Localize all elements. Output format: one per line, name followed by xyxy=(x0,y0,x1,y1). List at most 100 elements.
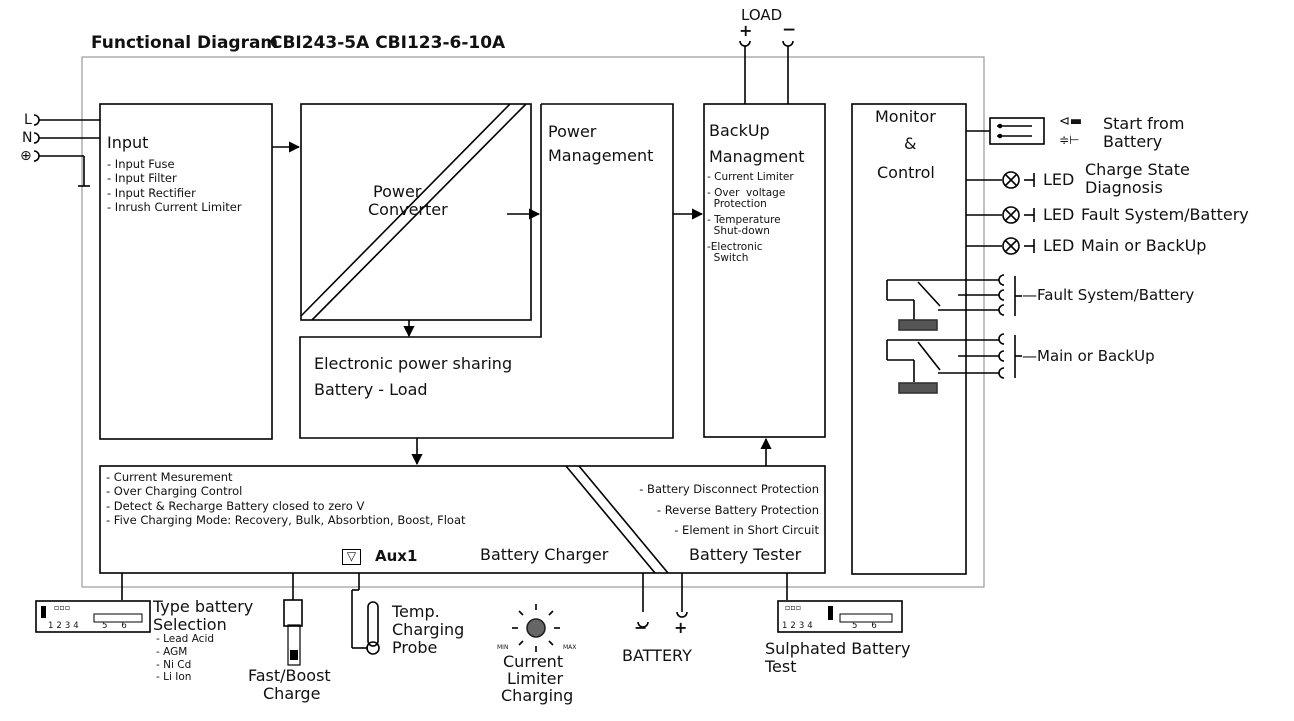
dip-right-numbers: 1234 xyxy=(782,621,816,631)
battery-minus-terminal xyxy=(637,621,649,628)
type-battery-list: - Lead Acid - AGM - Ni Cd - Li Ion xyxy=(156,633,214,684)
led-charge-label-2: Diagnosis xyxy=(1085,178,1163,197)
charger-divider-2 xyxy=(578,465,669,574)
backup-item: - Temperature Shut-down xyxy=(707,213,781,238)
terminal-n-label: N xyxy=(22,130,33,146)
current-limiter-label-2: Limiter xyxy=(507,669,564,688)
charger-tester-block xyxy=(99,465,826,574)
input-title: Input xyxy=(107,133,149,152)
battery-plus-terminal xyxy=(676,611,688,618)
converter-diagonal-2 xyxy=(311,103,527,321)
backup-item: - Over voltage Protection xyxy=(707,186,786,211)
terminal-earth xyxy=(33,150,40,162)
battery-plus-sign: + xyxy=(674,618,688,637)
led-fault-text: LED xyxy=(1043,205,1075,224)
input-item: - Input Fuse xyxy=(107,157,175,171)
current-limiter-label-1: Current xyxy=(503,652,564,671)
fast-boost-label-1: Fast/Boost xyxy=(248,666,331,685)
input-item: - Input Filter xyxy=(107,171,177,186)
sulphated-dip-switch xyxy=(777,600,903,633)
led-charge-state xyxy=(1002,171,1020,189)
backup-item: -Electronic Switch xyxy=(707,240,763,265)
limiter-min-label: MIN xyxy=(497,644,509,651)
battery-charger-label: Battery Charger xyxy=(480,545,609,564)
current-limiter-label-3: Charging xyxy=(501,686,574,705)
dip-left-top-numbers: ▫▫▫ xyxy=(54,603,71,612)
load-minus-terminal xyxy=(782,40,794,47)
start-battery-icon: ≑⊢ xyxy=(1059,133,1080,147)
monitor-block xyxy=(851,103,967,575)
battery-minus-sign: − xyxy=(634,618,648,637)
charger-list: - Current Mesurement - Over Charging Con… xyxy=(106,470,466,528)
backup-label-1: BackUp xyxy=(709,121,770,140)
type-battery-item: - AGM xyxy=(156,645,188,658)
type-battery-item: - Lead Acid xyxy=(156,633,215,645)
converter-diagonal-1 xyxy=(300,103,511,317)
fast-boost-switch xyxy=(283,599,303,627)
temp-probe-label-1: Temp. xyxy=(392,602,440,621)
battery-label: BATTERY xyxy=(622,646,692,665)
sulphated-label-1: Sulphated Battery xyxy=(765,639,911,658)
tester-item: - Reverse Battery Protection xyxy=(656,502,819,517)
converter-label-2: Converter xyxy=(368,200,448,219)
battery-tester-label: Battery Tester xyxy=(689,545,802,564)
type-battery-label-2: Selection xyxy=(153,615,227,634)
relay-main xyxy=(886,333,1022,382)
start-from-battery-2: Battery xyxy=(1103,132,1163,151)
relay-fault-label: —Fault System/Battery xyxy=(1022,286,1195,304)
aux1-connector-icon: ▽ xyxy=(342,549,361,565)
led-main xyxy=(1002,237,1020,255)
led-main-text: LED xyxy=(1043,236,1075,255)
led-main-label: Main or BackUp xyxy=(1081,236,1207,255)
tester-item: - Battery Disconnect Protection xyxy=(639,482,819,496)
monitor-label-1: Monitor xyxy=(875,107,936,126)
led-charge-text: LED xyxy=(1043,170,1075,189)
backup-block xyxy=(703,103,826,438)
type-battery-item: - Li Ion xyxy=(156,671,192,684)
led-fault-label: Fault System/Battery xyxy=(1081,205,1249,224)
backup-label-2: Managment xyxy=(709,147,805,166)
current-limiter-knob xyxy=(526,618,546,638)
power-management-label-1: Power xyxy=(548,122,597,141)
start-key-icon: ⊲▬ xyxy=(1059,114,1083,129)
earth-icon: ⊕ xyxy=(20,148,32,164)
sulphated-label-2: Test xyxy=(765,657,797,676)
terminal-l-label: L xyxy=(24,112,32,128)
dip-right-numbers-2: 56 xyxy=(852,621,891,631)
relay-main-text: Main or BackUp xyxy=(1037,347,1155,365)
start-from-battery-1: Start from xyxy=(1103,114,1185,133)
load-minus-sign: − xyxy=(782,20,797,40)
type-battery-label-1: Type battery xyxy=(153,597,254,616)
backup-list: - Current Limiter - Over voltage Protect… xyxy=(707,171,794,265)
terminal-l xyxy=(33,114,40,126)
terminal-n xyxy=(33,132,40,144)
charger-divider-1 xyxy=(565,465,656,574)
input-item: - Input Rectifier xyxy=(107,185,196,200)
tester-item: - Element in Short Circuit xyxy=(674,523,819,538)
dip-left-numbers-2: 56 xyxy=(102,621,141,631)
power-management-label-2: Management xyxy=(548,146,654,165)
relay-main-label: —Main or BackUp xyxy=(1022,347,1155,365)
load-plus-terminal xyxy=(739,40,751,47)
model-names: CBI243-5A CBI123-6-10A xyxy=(270,33,506,53)
input-block xyxy=(99,103,273,440)
backup-item: - Current Limiter xyxy=(707,171,794,183)
charger-item: - Detect & Recharge Battery closed to ze… xyxy=(106,498,365,513)
aux1-label: Aux1 xyxy=(375,547,418,565)
led-fault xyxy=(1002,206,1020,224)
type-battery-dip-switch xyxy=(35,600,151,633)
temp-probe xyxy=(367,601,379,647)
dip-left-numbers: 1234 xyxy=(48,621,82,631)
limiter-max-label: MAX xyxy=(563,644,577,651)
led-charge-label-1: Charge State xyxy=(1085,160,1190,179)
monitor-label-3: Control xyxy=(877,163,935,182)
charger-item: - Five Charging Mode: Recovery, Bulk, Ab… xyxy=(106,513,466,528)
type-battery-item: - Ni Cd xyxy=(156,658,192,671)
load-label: LOAD xyxy=(741,6,783,24)
monitor-label-2: & xyxy=(904,134,917,153)
load-plus-sign: + xyxy=(739,21,753,40)
converter-label-1: Power xyxy=(373,182,422,201)
start-switch-box xyxy=(989,117,1045,145)
